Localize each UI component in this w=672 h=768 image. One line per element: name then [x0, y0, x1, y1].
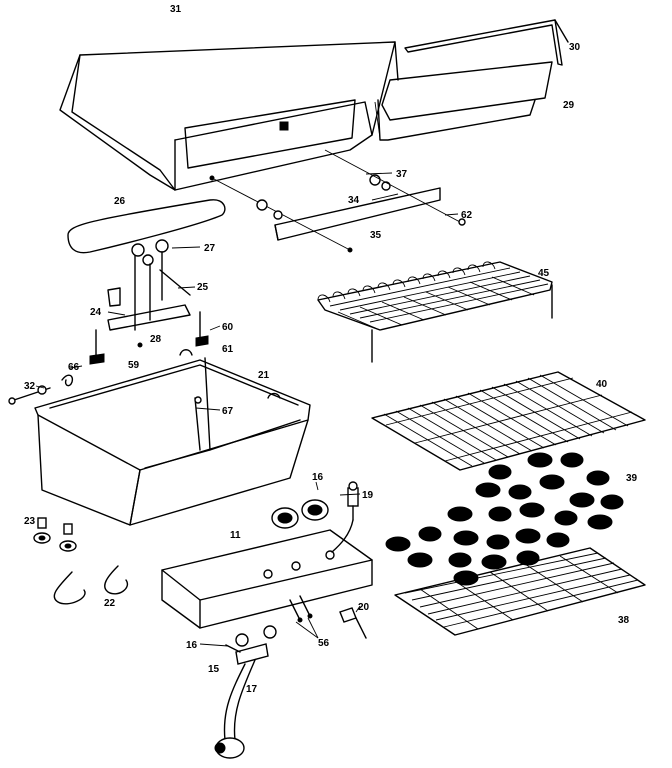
callout-22: 22: [104, 598, 116, 609]
callout-62: 62: [461, 210, 473, 221]
callout-25: 25: [197, 282, 209, 293]
firebox-hardware-part: [8, 374, 74, 405]
callout-37: 37: [396, 169, 408, 180]
callout-39: 39: [626, 473, 638, 484]
leader-lines: [35, 172, 459, 647]
callout-61: 61: [222, 344, 234, 355]
callout-35: 35: [370, 230, 382, 241]
callout-21: 21: [258, 370, 270, 381]
callout-59: 59: [128, 360, 140, 371]
callout-27: 27: [204, 243, 216, 254]
window-trim-part: [404, 19, 569, 66]
callout-28: 28: [150, 334, 162, 345]
leg-washers-part: [33, 517, 77, 552]
briquettes-part: [385, 452, 624, 586]
callout-31: 31: [170, 4, 182, 15]
callout-19: 19: [362, 490, 374, 501]
callout-38: 38: [618, 615, 630, 626]
valve-hose-part: [214, 595, 367, 759]
callout-24: 24: [90, 307, 102, 318]
control-knobs-part: [271, 499, 329, 529]
callout-32: 32: [24, 381, 36, 392]
callout-34: 34: [348, 195, 360, 206]
callout-16b: 16: [186, 640, 198, 651]
callout-11: 11: [230, 530, 241, 541]
callout-67: 67: [222, 406, 234, 417]
callout-17: 17: [246, 684, 258, 695]
callout-20: 20: [358, 602, 370, 613]
callout-40: 40: [596, 379, 608, 390]
heat-shield-part: [67, 199, 226, 254]
callout-66: 66: [68, 362, 80, 373]
lid-part: [59, 41, 399, 191]
callout-26: 26: [114, 196, 126, 207]
callout-56: 56: [318, 638, 330, 649]
callout-labels: 31 30 29 37 34 62 35 26 27 25 24 28 60 6…: [24, 4, 638, 695]
callout-30: 30: [569, 42, 581, 53]
callout-23: 23: [24, 516, 36, 527]
warming-rack-part: [317, 261, 553, 363]
burner-bracket-part: [89, 239, 209, 365]
window-part: [374, 61, 553, 141]
handle-bar-part: [209, 149, 466, 253]
cooking-grid-part: [371, 371, 646, 471]
callout-60: 60: [222, 322, 234, 333]
firebox-part: [34, 349, 311, 526]
callout-15: 15: [208, 664, 220, 675]
briquette-grate-part: [394, 547, 646, 636]
callout-16a: 16: [312, 472, 324, 483]
igniter-part: [331, 481, 359, 553]
callout-29: 29: [563, 100, 575, 111]
clips-part: [53, 565, 129, 605]
control-panel-part: [161, 529, 373, 629]
callout-45: 45: [538, 268, 550, 279]
